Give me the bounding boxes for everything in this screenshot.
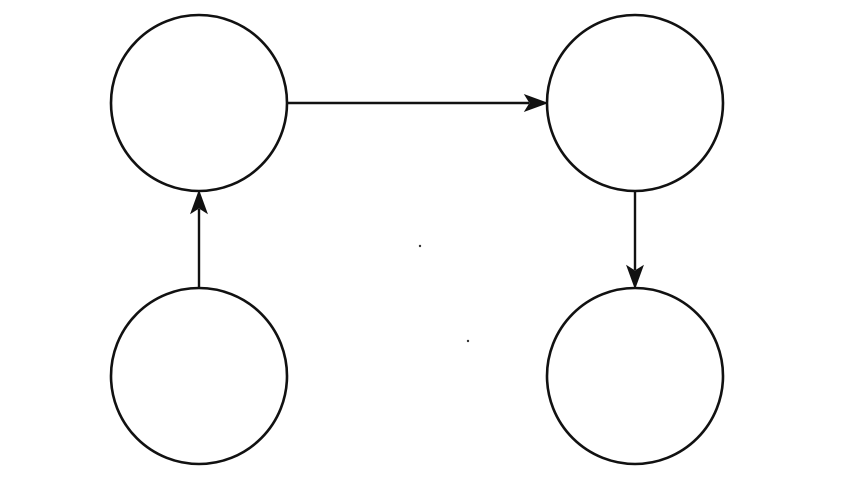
scan-speck: [466, 339, 470, 343]
arrowhead: [190, 189, 208, 215]
edges-layer: [190, 94, 644, 290]
node-top-left: [109, 13, 289, 193]
node-circle: [545, 13, 725, 193]
node-bottom-left: [109, 286, 289, 466]
edge-top-right-to-bottom-right: [626, 191, 644, 290]
node-bottom-right: [545, 286, 725, 466]
edge-bottom-left-to-top-left: [190, 189, 208, 288]
node-circle: [109, 286, 289, 466]
arrowhead: [626, 264, 644, 290]
node-circle: [545, 286, 725, 466]
nodes-layer: [109, 13, 725, 466]
scan-speck: [418, 244, 422, 248]
edge-top-left-to-top-right: [287, 94, 549, 112]
node-circle: [109, 13, 289, 193]
node-top-right: [545, 13, 725, 193]
arrowhead: [523, 94, 549, 112]
